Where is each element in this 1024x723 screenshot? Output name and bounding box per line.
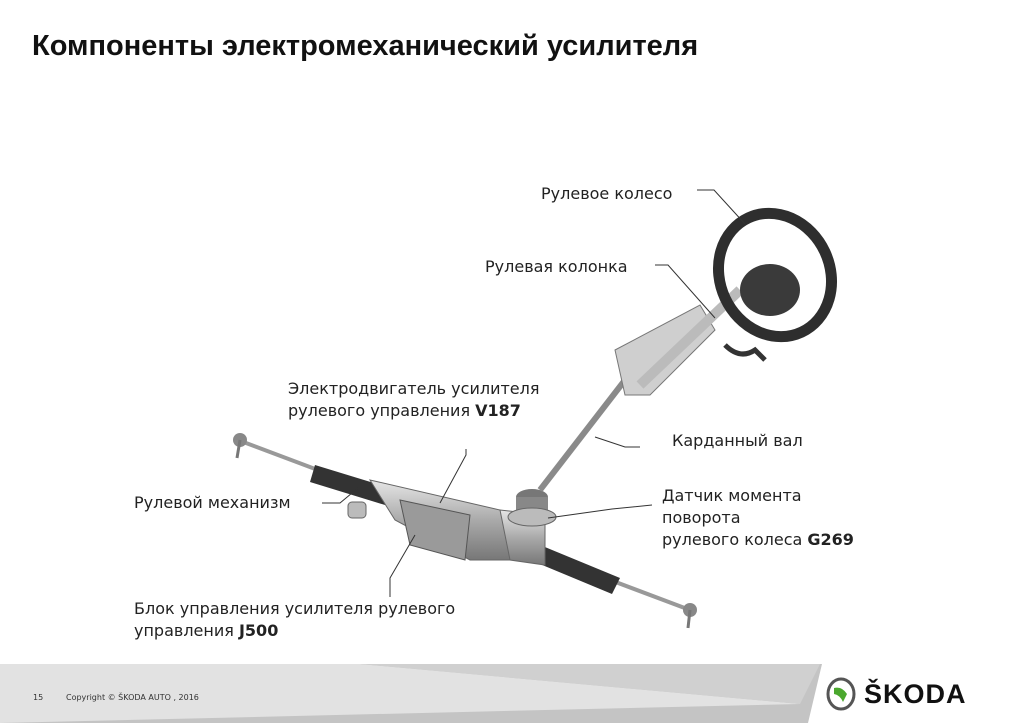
label-motor: Электродвигатель усилителя рулевого упра… bbox=[288, 378, 539, 422]
skoda-emblem-icon bbox=[826, 677, 856, 711]
label-sensor-code: G269 bbox=[807, 530, 854, 549]
copyright: Copyright © ŠKODA AUTO , 2016 bbox=[66, 693, 199, 702]
label-control-code: J500 bbox=[238, 621, 279, 640]
label-torque-sensor: Датчик момента поворота рулевого колеса … bbox=[662, 485, 854, 551]
label-cardan-shaft: Карданный вал bbox=[672, 431, 803, 450]
torque-sensor bbox=[507, 489, 557, 527]
skoda-logo: ŠKODA bbox=[826, 677, 967, 711]
label-control-line2: управления bbox=[134, 621, 239, 640]
label-steering-column: Рулевая колонка bbox=[485, 257, 628, 276]
brand-name: ŠKODA bbox=[864, 678, 967, 709]
label-sensor-line1: Датчик момента bbox=[662, 486, 802, 505]
page-title: Компоненты электромеханический усилителя bbox=[32, 30, 699, 62]
cardan-shaft bbox=[537, 378, 628, 492]
label-steering-gear: Рулевой механизм bbox=[134, 493, 291, 512]
label-sensor-line3: рулевого колеса bbox=[662, 530, 808, 549]
label-sensor-line2: поворота bbox=[662, 508, 741, 527]
leader-lines bbox=[322, 189, 746, 597]
label-motor-line1: Электродвигатель усилителя bbox=[288, 379, 540, 398]
label-steering-wheel: Рулевое колесо bbox=[541, 184, 673, 203]
label-motor-code: V187 bbox=[475, 401, 521, 420]
label-control-unit: Блок управления усилителя рулевого управ… bbox=[134, 598, 455, 642]
label-motor-line2: рулевого управления bbox=[288, 401, 476, 420]
steering-column bbox=[614, 286, 767, 396]
steering-wheel bbox=[712, 207, 838, 343]
page-number: 15 bbox=[33, 693, 44, 702]
label-control-line1: Блок управления усилителя рулевого bbox=[134, 599, 456, 618]
